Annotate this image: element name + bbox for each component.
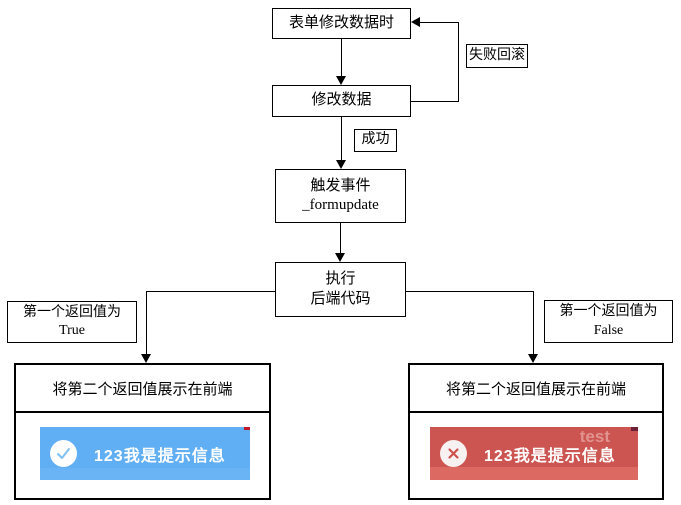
node-fail-rollback-label: 失败回滚 xyxy=(469,47,525,63)
node-form-edit-label: 表单修改数据时 xyxy=(288,14,394,31)
check-icon xyxy=(57,448,70,459)
node-trigger-event: 触发事件 _formupdate xyxy=(275,169,406,223)
arrowhead-down-icon xyxy=(336,160,346,169)
test-watermark: test xyxy=(579,427,610,446)
toast-bottom-strip xyxy=(430,467,638,480)
connector-rollback-top xyxy=(419,22,458,23)
result-container-true: 将第二个返回值展示在前端 123我是提示信息 xyxy=(14,363,271,500)
arrowhead-down-icon xyxy=(528,354,538,363)
node-trigger-event-line1: 触发事件 xyxy=(310,177,371,194)
node-success: 成功 xyxy=(354,129,397,152)
node-branch-true-line1: 第一个返回值为 xyxy=(23,304,121,320)
node-trigger-event-line2: _formupdate xyxy=(302,197,379,213)
arrowhead-down-icon xyxy=(335,253,345,262)
connector-rollback-vertical xyxy=(458,22,459,102)
connector-modify-to-trigger xyxy=(341,117,342,162)
connector-true-branch-vertical xyxy=(146,291,147,356)
connector-trigger-to-execute xyxy=(340,223,341,255)
toast-icon-circle xyxy=(50,440,77,467)
connector-rollback-bottom xyxy=(411,101,458,102)
connector-false-branch-horizontal xyxy=(406,291,533,292)
node-execute-backend: 执行 后端代码 xyxy=(275,262,406,317)
result-label-false: 将第二个返回值展示在前端 xyxy=(410,365,662,413)
arrowhead-down-icon xyxy=(141,354,151,363)
node-modify-data-label: 修改数据 xyxy=(311,92,372,109)
result-label-true: 将第二个返回值展示在前端 xyxy=(16,365,269,413)
result-content-true: 123我是提示信息 xyxy=(16,413,269,498)
connector-false-branch-vertical xyxy=(533,291,534,356)
watermark-artifact xyxy=(244,427,250,430)
node-branch-true: 第一个返回值为 True xyxy=(7,301,137,343)
toast-message: 123我是提示信息 xyxy=(484,447,616,465)
success-toast: 123我是提示信息 xyxy=(40,427,250,480)
node-branch-false: 第一个返回值为 False xyxy=(544,300,673,343)
toast-icon-circle xyxy=(440,440,467,467)
toast-bottom-strip xyxy=(40,468,250,480)
result-container-false: 将第二个返回值展示在前端 123我是提示信息 test xyxy=(408,363,664,500)
node-fail-rollback: 失败回滚 xyxy=(466,44,528,68)
node-form-edit: 表单修改数据时 xyxy=(272,8,411,39)
node-branch-false-line2: False xyxy=(593,322,624,338)
arrowhead-down-icon xyxy=(336,76,346,85)
node-execute-backend-line2: 后端代码 xyxy=(310,290,371,307)
node-branch-false-line1: 第一个返回值为 xyxy=(559,304,658,320)
arrowhead-left-icon xyxy=(411,17,420,27)
toast-message: 123我是提示信息 xyxy=(94,447,226,465)
watermark-artifact xyxy=(631,427,638,431)
connector-form-to-modify xyxy=(341,39,342,78)
result-label-false-text: 将第二个返回值展示在前端 xyxy=(445,381,626,398)
result-content-false: 123我是提示信息 test xyxy=(410,413,662,498)
close-icon xyxy=(448,448,459,459)
node-branch-true-line2: True xyxy=(59,323,85,338)
result-label-true-text: 将第二个返回值展示在前端 xyxy=(52,381,233,398)
connector-true-branch-horizontal xyxy=(146,291,275,292)
node-modify-data: 修改数据 xyxy=(272,85,411,117)
node-execute-backend-line1: 执行 xyxy=(325,271,356,287)
node-success-label: 成功 xyxy=(361,132,390,148)
error-toast: 123我是提示信息 test xyxy=(430,427,638,480)
